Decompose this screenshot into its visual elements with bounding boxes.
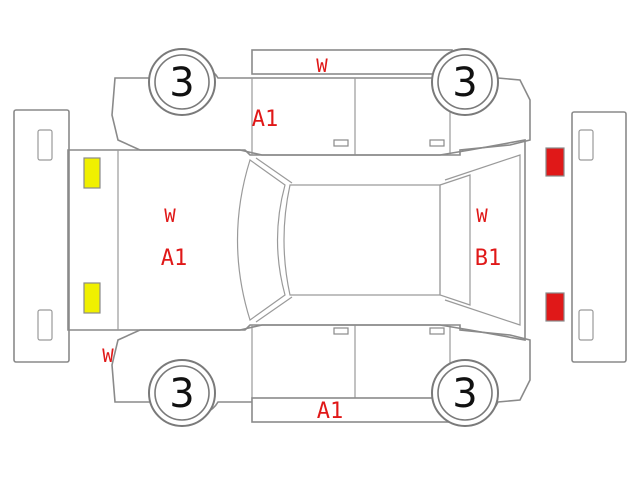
wheel-rating: 3 (452, 60, 477, 106)
taillight-icon (545, 292, 565, 322)
damage-mark-rear-type: W (476, 205, 488, 227)
headlight-icon (83, 282, 101, 314)
wheel-rating: 3 (452, 371, 477, 417)
rear-bumper (571, 111, 627, 363)
wheel-rear-left: 3 (431, 48, 499, 116)
damage-mark-bottom-panel: A1 (317, 399, 344, 424)
top-door-strip (251, 49, 453, 75)
damage-mark-top-panel: W (316, 55, 328, 77)
headlight-icon (83, 157, 101, 189)
wheel-rating: 3 (169, 371, 194, 417)
wheel-rear-right: 3 (431, 359, 499, 427)
front-bumper (13, 109, 70, 363)
wheel-front-right: 3 (148, 359, 216, 427)
taillight-icon (545, 147, 565, 177)
damage-mark-hood-level: A1 (161, 246, 188, 271)
car-body-top-view (67, 139, 526, 341)
damage-mark-hood-type: W (164, 205, 176, 227)
damage-mark-front-corner: W (102, 345, 114, 367)
wheel-front-left: 3 (148, 48, 216, 116)
damage-mark-rear-level: B1 (475, 246, 502, 271)
bottom-door-strip (251, 397, 453, 423)
damage-mark-a-pillar: A1 (252, 107, 279, 132)
wheel-rating: 3 (169, 60, 194, 106)
